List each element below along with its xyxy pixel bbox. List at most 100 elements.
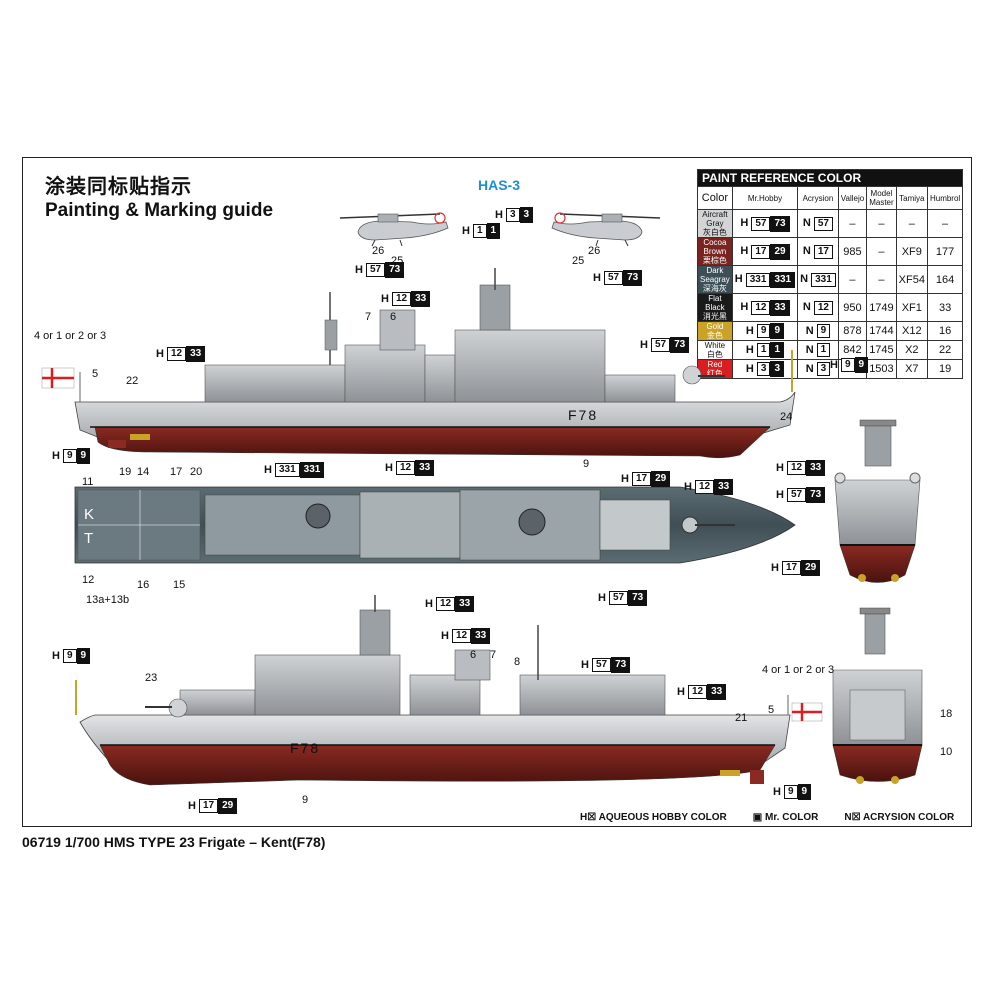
side-profile-upper	[41, 268, 796, 459]
paint-name-cn: 深海灰	[702, 284, 727, 293]
callout-15: 15	[173, 579, 186, 591]
callout-flag-upper: 4 or 1 or 2 or 3	[34, 330, 107, 342]
callout-5b: 5	[768, 704, 775, 716]
paint-name-cn: 金色	[706, 331, 723, 340]
side-profile-lower	[75, 595, 823, 786]
callout-22: 22	[126, 375, 139, 387]
callout-13: 13a+13b	[86, 594, 130, 606]
callout-23: 23	[145, 672, 158, 684]
paint-name-cn: 灰白色	[702, 228, 727, 237]
paint-model-master: 1503	[866, 359, 897, 379]
paint-table-col-2: Acrysion	[797, 186, 839, 210]
deck-letter-t: T	[84, 530, 94, 547]
callout-6b: 6	[470, 649, 477, 661]
callout-21: 21	[735, 712, 748, 724]
paint-humbrol: 22	[926, 340, 964, 360]
paint-humbrol: 164	[926, 265, 964, 294]
paint-table-col-1: Mr.Hobby	[731, 186, 799, 210]
front-view-upper	[834, 419, 921, 583]
footer-caption: 06719 1/700 HMS TYPE 23 Frigate – Kent(F…	[22, 834, 326, 850]
legend-acrysion: N☒ ACRYSION COLOR	[844, 812, 955, 823]
callout-7b: 7	[490, 649, 497, 661]
paint-vallejo: 985	[837, 237, 868, 266]
paint-model-master: –	[866, 237, 897, 266]
callout-26b: 26	[588, 245, 601, 257]
paint-name-cn: 栗棕色	[702, 256, 727, 265]
legend-aqueous: H☒ AQUEOUS HOBBY COLOR	[580, 812, 727, 823]
paint-name: Flat Black	[705, 294, 725, 312]
paint-name-cn: 红色	[706, 369, 723, 378]
paint-name-cn: 消光黑	[702, 312, 727, 321]
callout-5a: 5	[92, 368, 99, 380]
deck-letter-k: K	[84, 506, 95, 523]
legend-mr: ▣ Mr. COLOR	[752, 812, 819, 823]
color-legend: H☒ AQUEOUS HOBBY COLOR ▣ Mr. COLOR N☒ AC…	[580, 812, 954, 823]
callout-14: 14	[137, 466, 150, 478]
callout-12: 12	[82, 574, 95, 586]
callout-19: 19	[119, 466, 132, 478]
paint-name: Red	[707, 360, 723, 369]
paint-name: Dark Seagray	[700, 266, 730, 284]
helicopter-left	[339, 212, 449, 247]
paint-humbrol: –	[926, 209, 964, 238]
paint-vallejo: 878	[837, 321, 868, 341]
callout-flag-lower: 4 or 1 or 2 or 3	[762, 664, 835, 676]
paint-tamiya: XF1	[895, 293, 928, 322]
callout-7a: 7	[365, 311, 372, 323]
callout-25b: 25	[572, 255, 585, 267]
paint-name: Cocoa Brown	[703, 238, 727, 256]
paint-humbrol: 177	[926, 237, 964, 266]
paint-table-col-5: Tamiya	[895, 186, 928, 210]
callout-11: 11	[82, 476, 94, 488]
callout-17: 17	[170, 466, 183, 478]
deck-plan	[74, 486, 796, 564]
callout-24: 24	[780, 411, 793, 423]
callout-9a: 9	[583, 458, 590, 470]
callout-10: 10	[940, 746, 953, 758]
paint-tamiya: XF9	[895, 237, 928, 266]
callout-8: 8	[514, 656, 521, 668]
paint-model-master: 1744	[866, 321, 897, 341]
paint-table-col-3: Vallejo	[837, 186, 868, 210]
callout-6a: 6	[390, 311, 397, 323]
paint-tamiya: X2	[895, 340, 928, 360]
hull-number-upper: F78	[568, 407, 599, 423]
callout-20: 20	[190, 466, 203, 478]
